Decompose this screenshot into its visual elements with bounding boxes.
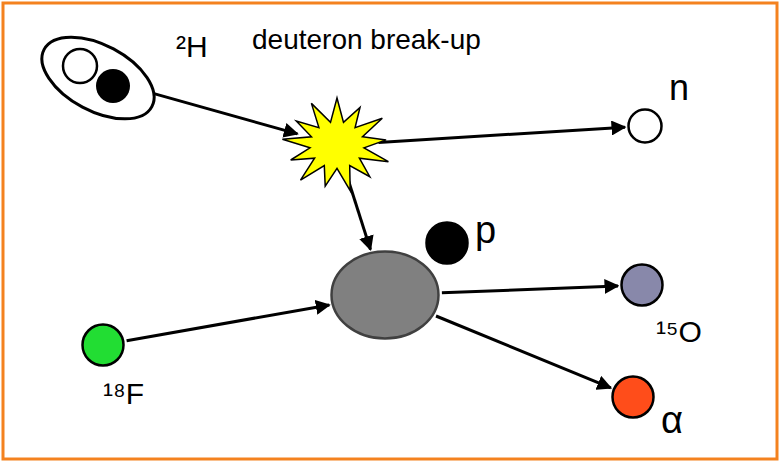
oxygen-circle: ¹⁵O (620, 263, 664, 307)
reaction-arrow (348, 180, 370, 250)
particle-label: ¹⁸F (103, 379, 144, 409)
reaction-arrow (150, 92, 298, 133)
breakup-starburst: deuteron break-up (282, 98, 392, 192)
particle-label: ¹⁵O (656, 317, 702, 347)
frame-border (3, 3, 777, 459)
reaction-arrow (442, 286, 618, 293)
proton-circle-shape (425, 221, 469, 265)
particle-label: α (661, 401, 683, 439)
alpha-circle-shape (611, 375, 655, 419)
alpha-circle: α (611, 375, 655, 419)
particle-label: deuteron break-up (252, 26, 481, 54)
reaction-arrow (436, 316, 611, 388)
reaction-arrow (379, 127, 626, 142)
breakup-starburst-shape (282, 98, 392, 192)
particle-label: n (669, 70, 689, 106)
deuteron-ellipse-shape (36, 30, 160, 126)
fluorine-circle-shape (81, 323, 125, 367)
compound-nucleus (330, 250, 440, 340)
fluorine-circle: ¹⁸F (81, 323, 125, 367)
compound-nucleus-shape (330, 250, 440, 340)
proton-circle: p (425, 221, 469, 265)
deuteron-ellipse: ²H (36, 30, 160, 126)
particle-label: p (475, 211, 496, 249)
particle-label: ²H (176, 32, 208, 62)
neutron-circle-shape (627, 108, 663, 144)
neutron-circle: n (627, 108, 663, 144)
reaction-arrow (127, 305, 330, 341)
oxygen-circle-shape (620, 263, 664, 307)
